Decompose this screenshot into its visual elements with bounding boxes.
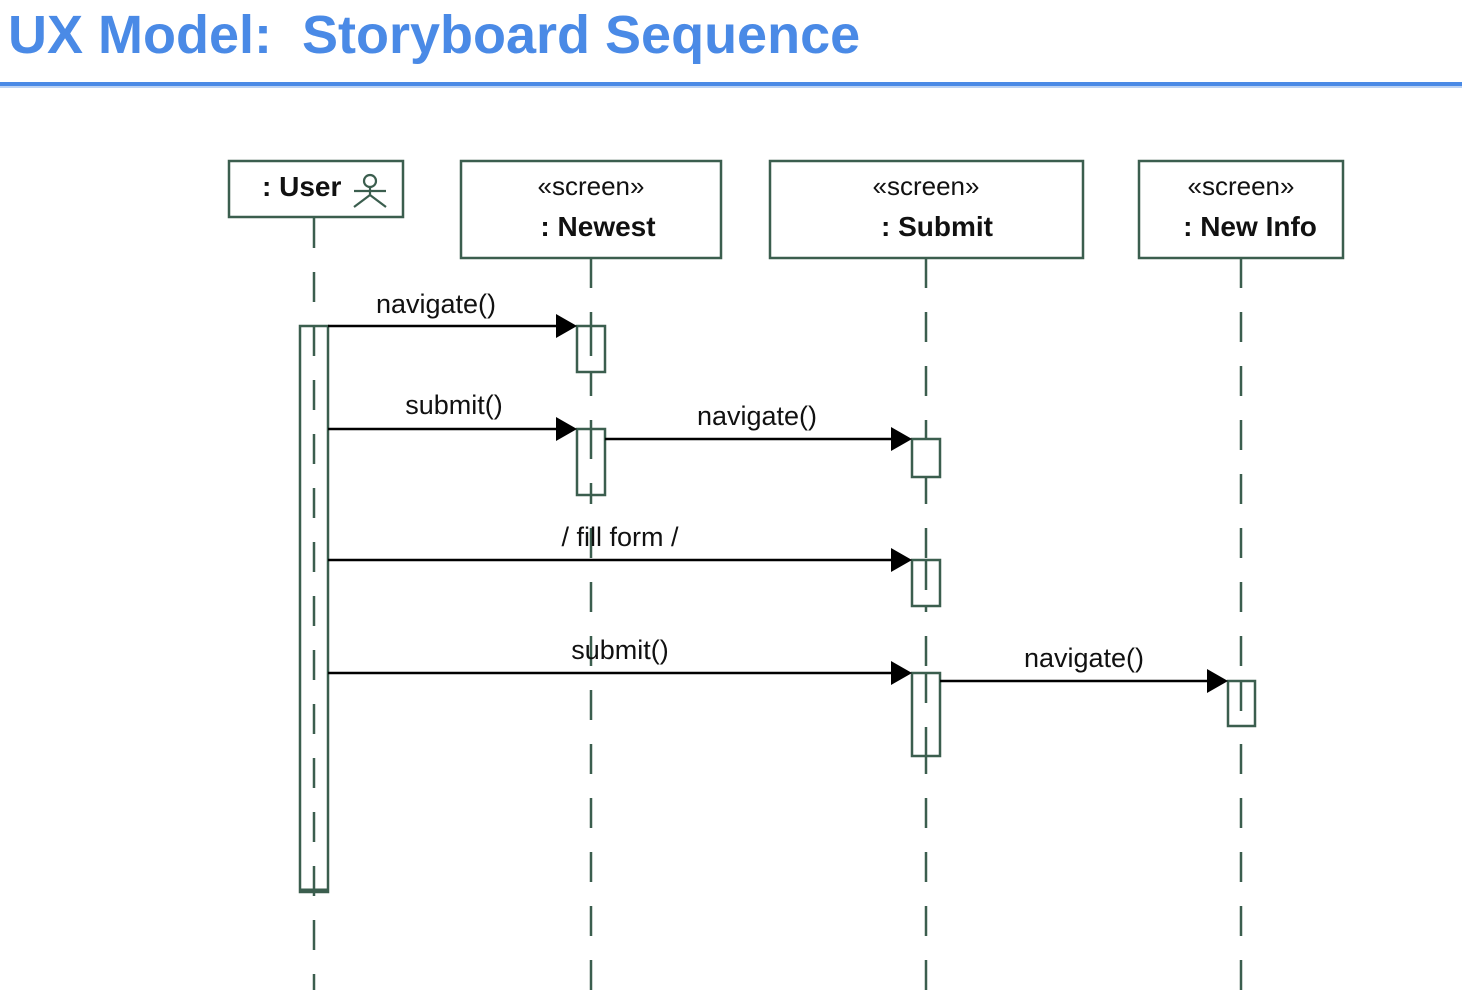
arrowhead [556,314,577,338]
slide-title: UX Model: Storyboard Sequence [8,5,861,65]
message-label: navigate() [697,401,817,431]
activation-bar-submit-1 [910,437,942,479]
message-label: submit() [571,635,669,665]
title-divider-shadow [0,86,1462,88]
lifeline-submit-name: : Submit [881,211,993,242]
lifeline-newest-name: : Newest [540,211,655,242]
message-label: submit() [405,390,503,420]
message-label: navigate() [1024,643,1144,673]
lifeline-submit-stereotype: «screen» [873,171,980,201]
lifeline-new-info-name: : New Info [1183,211,1317,242]
actor-icon [353,173,387,208]
arrowhead [891,427,912,451]
title-divider [0,82,1462,86]
lifeline-new-info-stereotype: «screen» [1188,171,1295,201]
arrowhead [1207,669,1228,693]
message-fill-form: / fill form / [328,522,912,572]
message-navigate-newest: navigate() [328,289,577,338]
lifeline-box-user: : User [227,159,405,219]
arrowhead [891,548,912,572]
lifeline-box-submit: «screen» : Submit [768,159,1085,260]
message-navigate-submit: navigate() [605,401,912,451]
lifeline-box-newest: «screen» : Newest [459,159,723,260]
lifeline-user-name: : User [262,171,341,202]
message-navigate-new-info: navigate() [940,643,1228,693]
message-label: navigate() [376,289,496,319]
arrowhead [891,661,912,685]
arrowhead [556,417,577,441]
message-submit-submit: submit() [328,635,912,685]
message-submit-newest: submit() [328,390,577,441]
lifeline-box-new-info: «screen» : New Info [1137,159,1345,260]
lifeline-newest-stereotype: «screen» [538,171,645,201]
message-label: / fill form / [561,522,679,552]
